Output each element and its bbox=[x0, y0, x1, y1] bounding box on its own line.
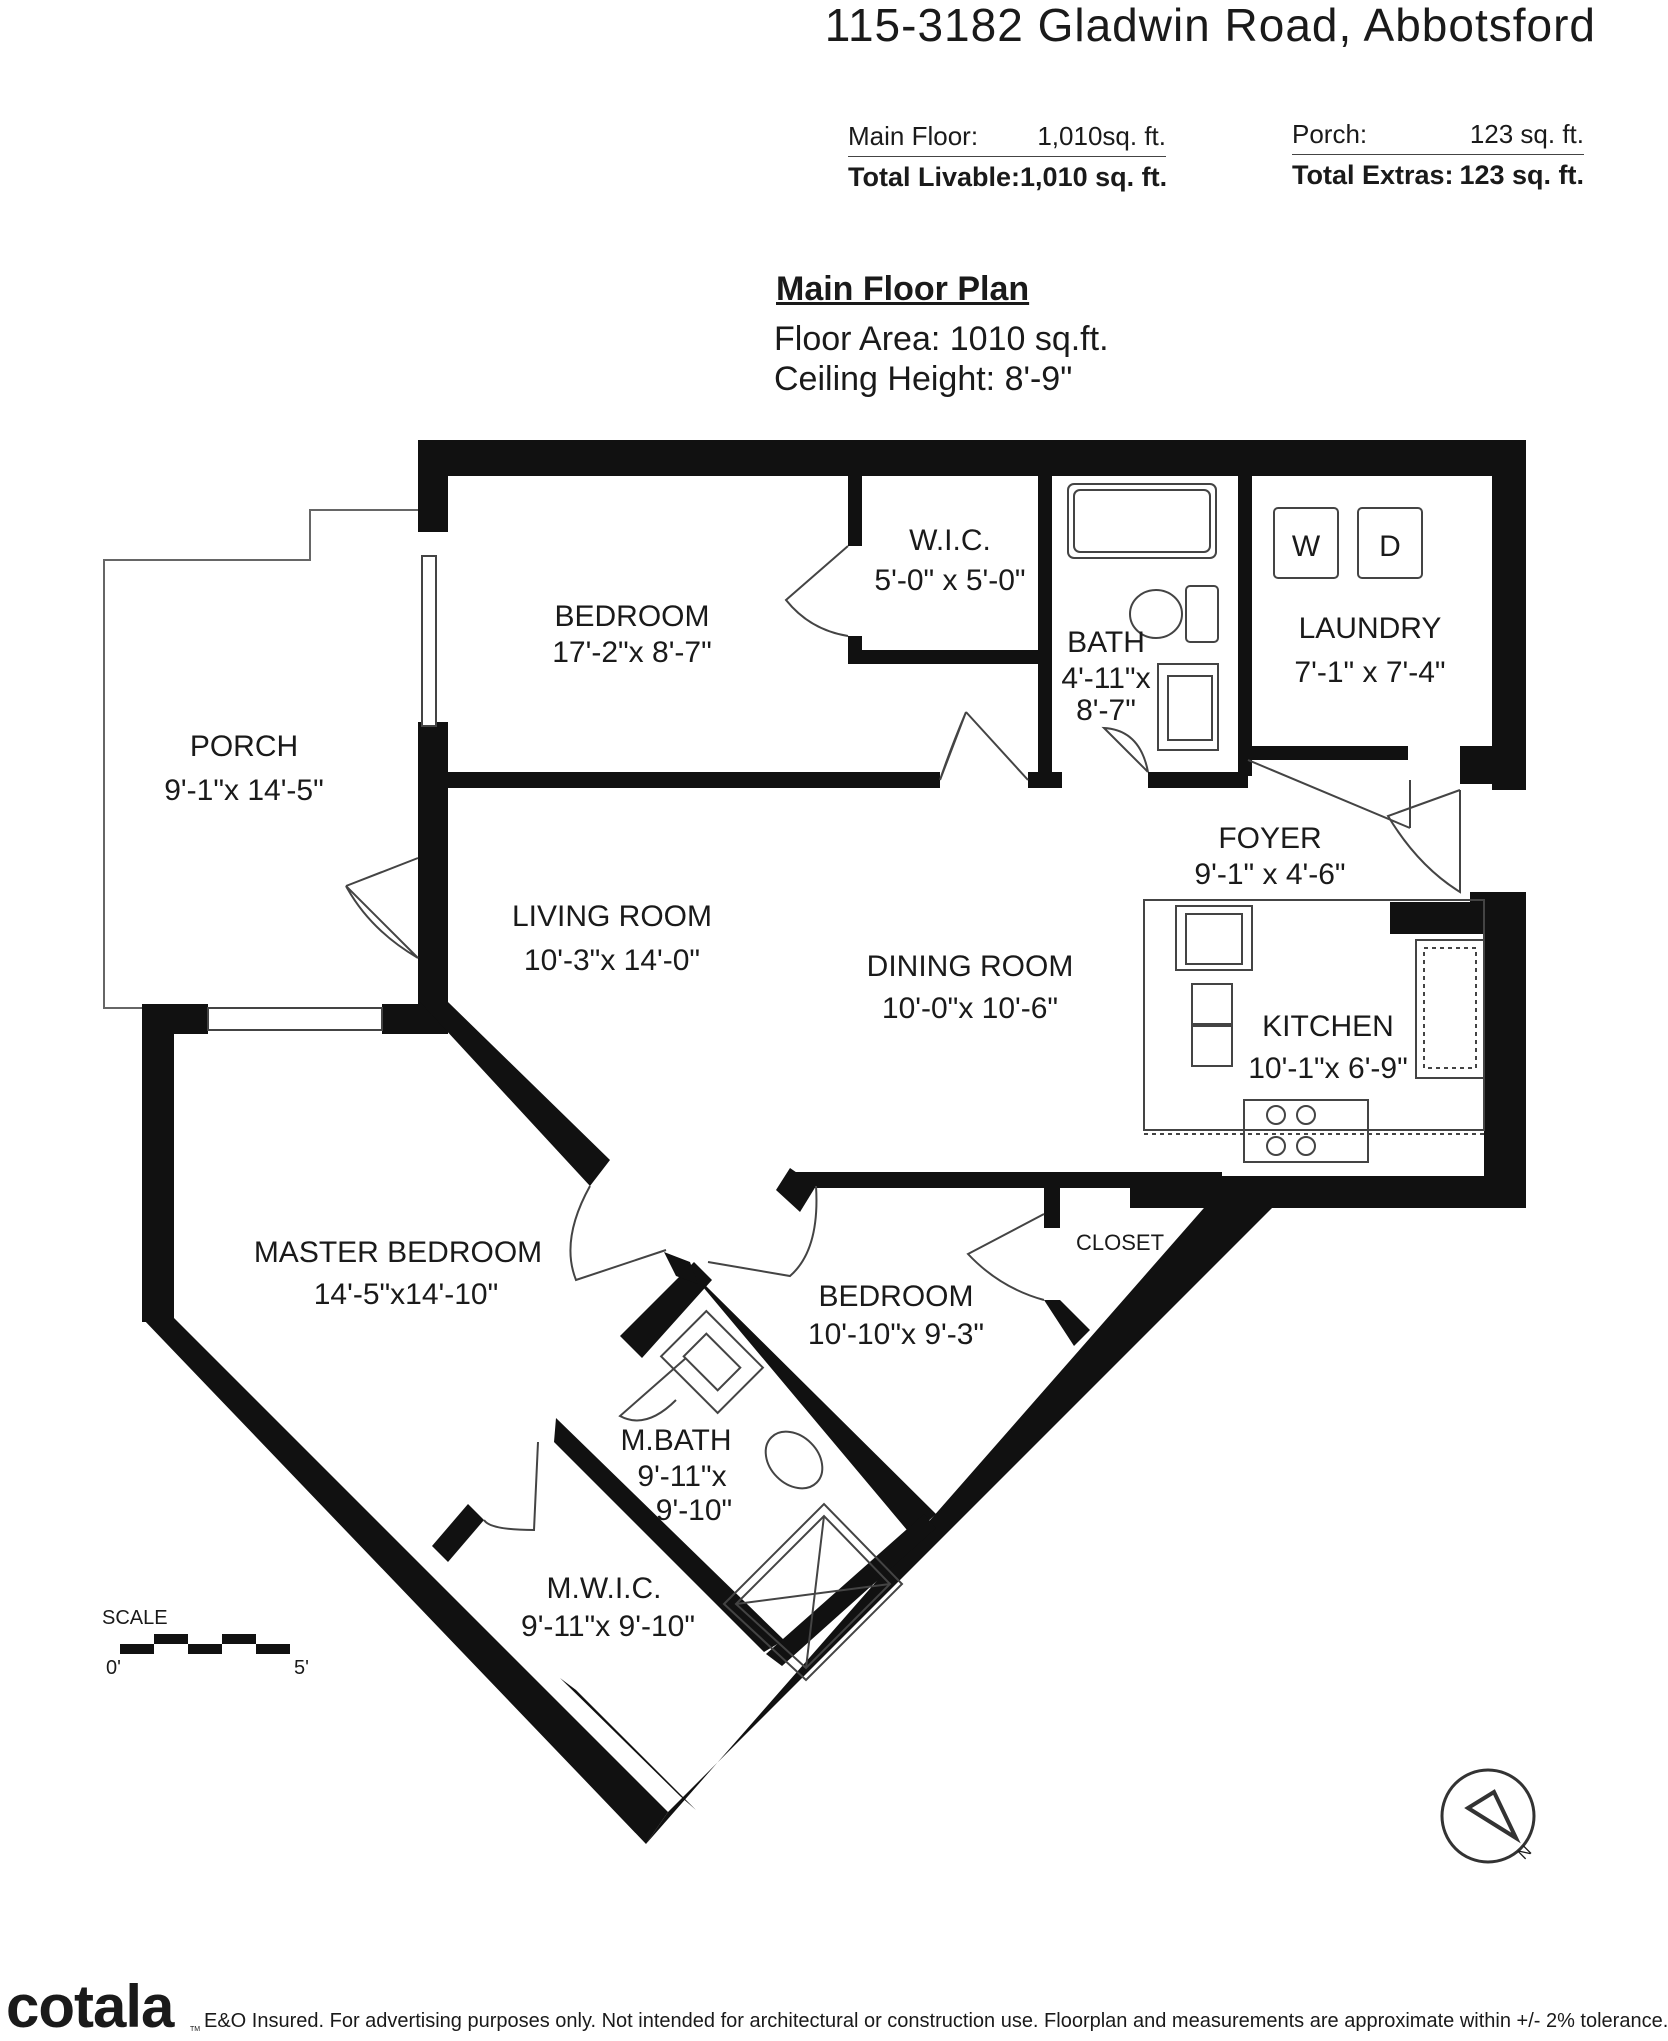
doors bbox=[345, 545, 1461, 1532]
dining-dims: 10'-0"x 10'-6" bbox=[882, 992, 1058, 1025]
windows bbox=[207, 555, 437, 1031]
main-floor-label: Main Floor: bbox=[848, 120, 979, 151]
mbath-dims-1: 9'-11"x bbox=[637, 1460, 726, 1493]
bedroom2-name: BEDROOM bbox=[818, 1280, 973, 1313]
porch-label: Porch: bbox=[1292, 118, 1368, 149]
wic-name: W.I.C. bbox=[909, 524, 991, 557]
bath-dims-2: 8'-7" bbox=[1076, 694, 1136, 727]
kitchen-dims: 10'-1"x 6'-9" bbox=[1248, 1052, 1408, 1085]
scale-end: 5' bbox=[294, 1657, 309, 1679]
wic-dims: 5'-0" x 5'-0" bbox=[874, 564, 1025, 597]
living-dims: 10'-3"x 14'-0" bbox=[524, 944, 700, 977]
main-floor-row: Main Floor: 1,010sq. ft. bbox=[848, 118, 1166, 154]
total-extras-value: 123 sq. ft. bbox=[1459, 159, 1584, 190]
dining-name: DINING ROOM bbox=[867, 950, 1074, 983]
extras-area-table: Porch: 123 sq. ft. Total Extras: 123 sq.… bbox=[1292, 116, 1584, 193]
total-livable-value: 1,010 sq. ft. bbox=[1020, 161, 1168, 192]
bedroom1-name: BEDROOM bbox=[554, 600, 709, 633]
scale-start: 0' bbox=[106, 1657, 121, 1679]
main-floor-value: 1,010sq. ft. bbox=[1037, 120, 1166, 151]
livable-divider bbox=[848, 156, 1166, 157]
compass-icon: N bbox=[1440, 1768, 1536, 1864]
porch-row: Porch: 123 sq. ft. bbox=[1292, 116, 1584, 152]
floor-plan: PORCH 9'-1"x 14'-5" BEDROOM 17'-2"x 8'-7… bbox=[102, 440, 1536, 1864]
mwic-name: M.W.I.C. bbox=[547, 1572, 662, 1605]
laundry-name: LAUNDRY bbox=[1299, 612, 1442, 645]
scale-segment bbox=[256, 1644, 290, 1654]
porch-value: 123 sq. ft. bbox=[1469, 118, 1584, 149]
mbath-dims-2: 9'-10" bbox=[656, 1494, 732, 1527]
mwic-dims: 9'-11"x 9'-10" bbox=[521, 1610, 695, 1643]
scale-label: SCALE bbox=[102, 1607, 168, 1629]
total-extras-label: Total Extras: bbox=[1292, 159, 1454, 190]
master-name: MASTER BEDROOM bbox=[254, 1236, 542, 1269]
scale-segment bbox=[120, 1644, 154, 1654]
porch-name: PORCH bbox=[190, 730, 298, 763]
room-labels: PORCH 9'-1"x 14'-5" BEDROOM 17'-2"x 8'-7… bbox=[164, 524, 1445, 1643]
brand-logo: cotala bbox=[6, 1973, 174, 2040]
brand-trademark: TM bbox=[190, 2026, 201, 2033]
scale-segment bbox=[154, 1634, 188, 1644]
kitchen-name: KITCHEN bbox=[1262, 1010, 1394, 1043]
bedroom2-dims: 10'-10"x 9'-3" bbox=[808, 1318, 984, 1351]
exterior-walls bbox=[142, 440, 1526, 1844]
foyer-name: FOYER bbox=[1218, 822, 1321, 855]
plan-title: Main Floor Plan bbox=[776, 270, 1030, 308]
foyer-dims: 9'-1" x 4'-6" bbox=[1194, 858, 1345, 891]
compass-north-label: N bbox=[1515, 1843, 1535, 1863]
closet-name: CLOSET bbox=[1076, 1230, 1164, 1255]
master-dims: 14'-5"x14'-10" bbox=[314, 1278, 499, 1311]
mbath-name: M.BATH bbox=[620, 1424, 731, 1457]
bath-dims-1: 4'-11"x bbox=[1061, 662, 1150, 695]
property-address: 115-3182 Gladwin Road, Abbotsford bbox=[824, 0, 1596, 51]
living-name: LIVING ROOM bbox=[512, 900, 712, 933]
total-livable-label: Total Livable: bbox=[848, 161, 1021, 192]
livable-area-table: Main Floor: 1,010sq. ft. Total Livable: … bbox=[848, 118, 1168, 195]
extras-divider bbox=[1292, 154, 1584, 155]
ceiling-height-text: Ceiling Height: 8'-9" bbox=[774, 360, 1073, 398]
dryer-label: D bbox=[1379, 530, 1401, 563]
scale-segment bbox=[222, 1634, 256, 1644]
interior-walls bbox=[420, 476, 1526, 1810]
laundry-dims: 7'-1" x 7'-4" bbox=[1294, 656, 1445, 689]
scale-bar: SCALE 0' 5' bbox=[102, 1607, 309, 1679]
floor-area-text: Floor Area: 1010 sq.ft. bbox=[774, 320, 1109, 358]
disclaimer-text: E&O Insured. For advertising purposes on… bbox=[204, 2010, 1668, 2032]
bedroom1-dims: 17'-2"x 8'-7" bbox=[552, 636, 712, 669]
washer-label: W bbox=[1292, 530, 1321, 563]
total-extras-row: Total Extras: 123 sq. ft. bbox=[1292, 157, 1584, 193]
bath-name: BATH bbox=[1067, 626, 1145, 659]
porch-dims: 9'-1"x 14'-5" bbox=[164, 774, 324, 807]
fixtures bbox=[659, 483, 1485, 1682]
total-livable-row: Total Livable: 1,010 sq. ft. bbox=[848, 159, 1168, 195]
scale-segment bbox=[188, 1644, 222, 1654]
